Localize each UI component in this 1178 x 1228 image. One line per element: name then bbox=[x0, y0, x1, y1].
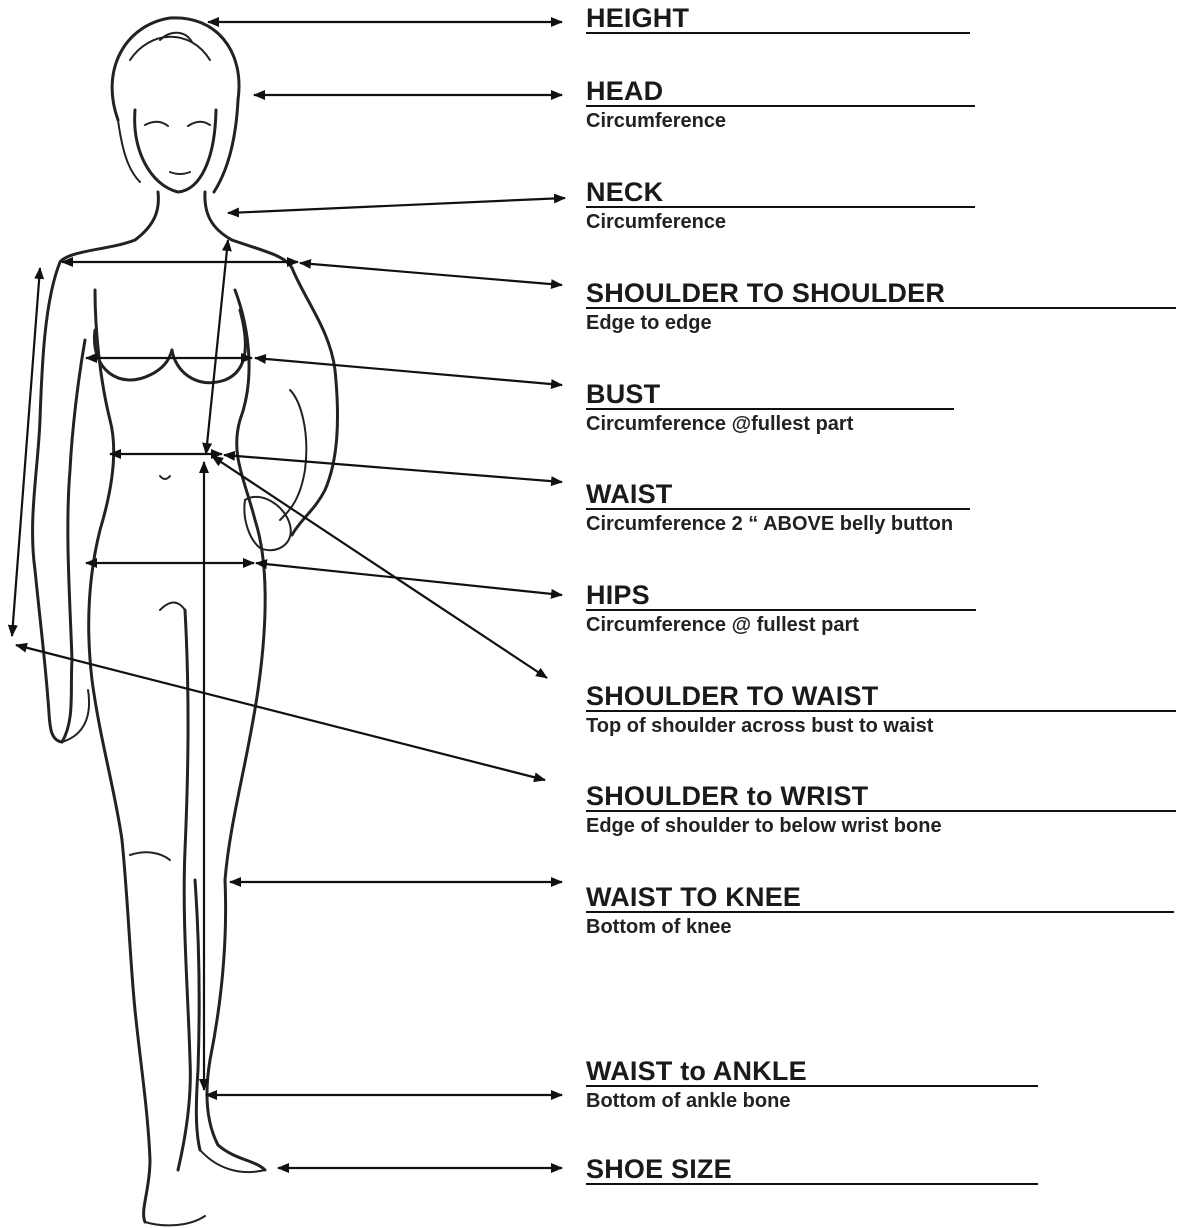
waist-to-ankle-field: WAIST to ANKLE Bottom of ankle bone bbox=[586, 1057, 1038, 1113]
shoulder-to-wrist-pointer-arrow bbox=[16, 645, 545, 780]
waist-pointer-arrow bbox=[224, 455, 562, 482]
body-figure-drawing bbox=[33, 18, 338, 1226]
field-title: SHOULDER to WRIST bbox=[586, 782, 1176, 810]
field-subtitle: Circumference @ fullest part bbox=[586, 613, 976, 637]
field-subtitle: Edge to edge bbox=[586, 311, 1176, 335]
field-subtitle: Bottom of ankle bone bbox=[586, 1089, 1038, 1113]
shoulder-to-shoulder-field: SHOULDER TO SHOULDER Edge to edge bbox=[586, 279, 1176, 335]
field-title: WAIST bbox=[586, 480, 970, 508]
head-field: HEAD Circumference bbox=[586, 77, 975, 133]
field-title: HIPS bbox=[586, 581, 976, 609]
shoulder-to-wrist-field: SHOULDER to WRIST Edge of shoulder to be… bbox=[586, 782, 1176, 838]
field-title: SHOULDER TO WAIST bbox=[586, 682, 1176, 710]
field-subtitle: Circumference 2 “ ABOVE belly button bbox=[586, 512, 970, 536]
bust-pointer-arrow bbox=[255, 358, 562, 385]
field-title: WAIST to ANKLE bbox=[586, 1057, 1038, 1085]
field-title: HEAD bbox=[586, 77, 975, 105]
field-title: BUST bbox=[586, 380, 954, 408]
field-subtitle: Circumference @fullest part bbox=[586, 412, 954, 436]
field-subtitle: Top of shoulder across bust to waist bbox=[586, 714, 1176, 738]
neck-field: NECK Circumference bbox=[586, 178, 975, 234]
waist-to-knee-field: WAIST TO KNEE Bottom of knee bbox=[586, 883, 1174, 939]
neck-arrow bbox=[228, 198, 565, 213]
field-title: HEIGHT bbox=[586, 4, 970, 32]
height-field: HEIGHT bbox=[586, 4, 970, 34]
measurement-arrows bbox=[12, 22, 565, 1168]
shoulder-to-waist-field: SHOULDER TO WAIST Top of shoulder across… bbox=[586, 682, 1176, 738]
field-subtitle: Edge of shoulder to below wrist bone bbox=[586, 814, 1176, 838]
shoe-size-field: SHOE SIZE bbox=[586, 1155, 1038, 1185]
bust-field: BUST Circumference @fullest part bbox=[586, 380, 954, 436]
shoulder-pointer-arrow bbox=[300, 263, 562, 285]
field-title: SHOULDER TO SHOULDER bbox=[586, 279, 1176, 307]
field-title: SHOE SIZE bbox=[586, 1155, 1038, 1183]
shoulder-to-waist-arrow bbox=[206, 240, 228, 454]
field-subtitle: Circumference bbox=[586, 109, 975, 133]
waist-field: WAIST Circumference 2 “ ABOVE belly butt… bbox=[586, 480, 970, 536]
field-subtitle: Circumference bbox=[586, 210, 975, 234]
hips-field: HIPS Circumference @ fullest part bbox=[586, 581, 976, 637]
field-subtitle: Bottom of knee bbox=[586, 915, 1174, 939]
field-title: WAIST TO KNEE bbox=[586, 883, 1174, 911]
hips-pointer-arrow bbox=[256, 563, 562, 595]
field-title: NECK bbox=[586, 178, 975, 206]
